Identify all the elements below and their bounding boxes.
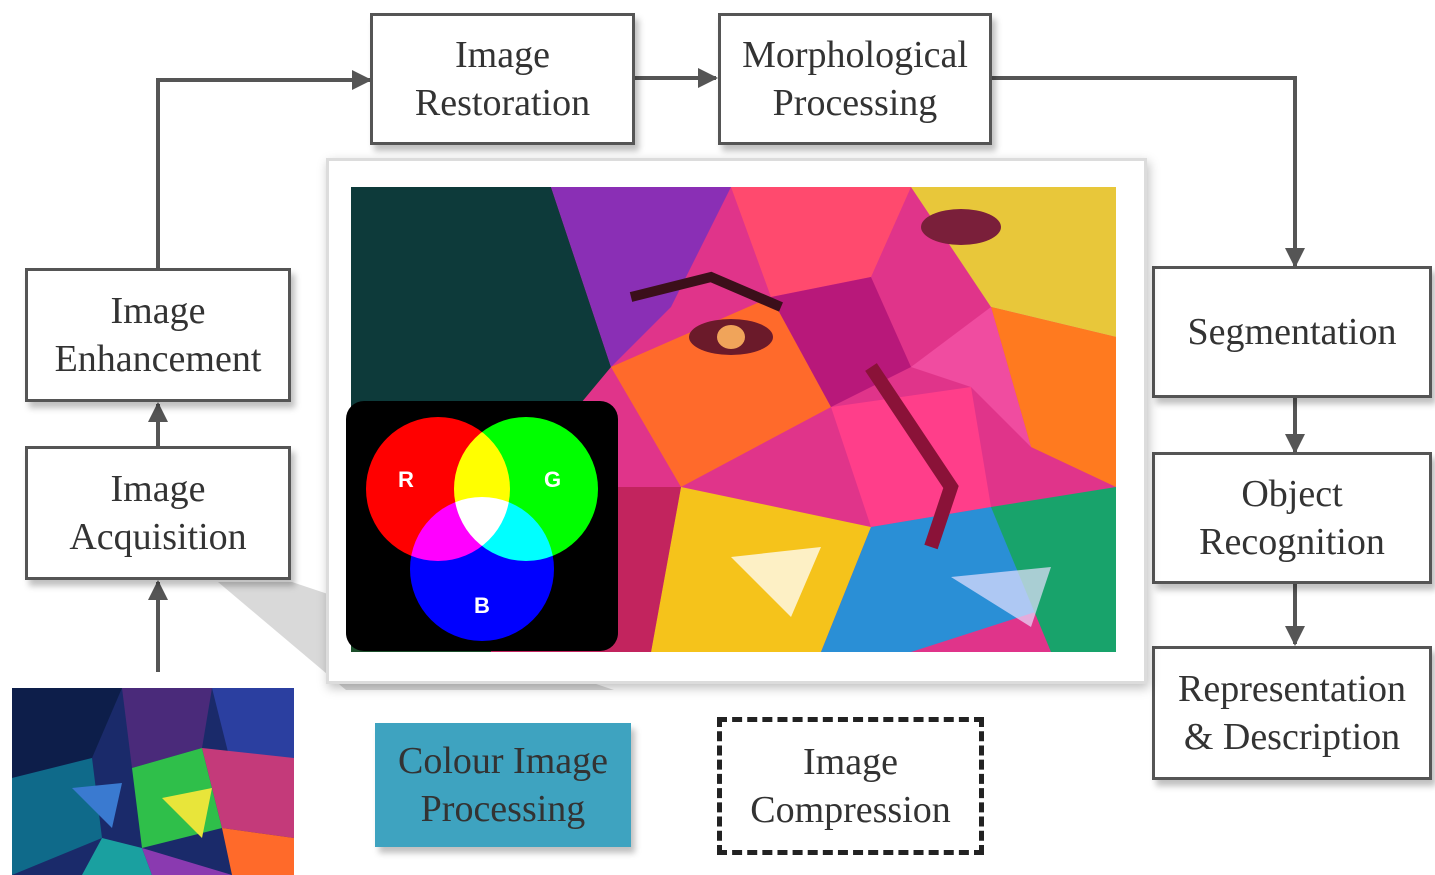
blue-circle <box>410 497 554 641</box>
rgb-label-b: B <box>474 593 490 618</box>
object-recognition-box: Object Recognition <box>1152 452 1432 584</box>
rgb-label-g: G <box>544 467 561 492</box>
image-compression-line-1: Image <box>803 741 898 783</box>
morphological-processing-line-1: Morphological <box>742 34 968 76</box>
image-acquisition-line-2: Acquisition <box>69 516 247 558</box>
representation-description-line-1: Representation <box>1178 668 1406 710</box>
image-enhancement-box: Image Enhancement <box>25 268 291 402</box>
image-restoration-line-2: Restoration <box>414 82 591 124</box>
segmentation-box: Segmentation <box>1152 266 1432 398</box>
representation-description-box: Representation & Description <box>1152 646 1432 780</box>
image-compression-line-2: Compression <box>750 789 951 831</box>
image-compression-box: Image Compression <box>717 717 984 855</box>
image-enhancement-line-2: Enhancement <box>54 338 262 380</box>
colour-image-processing-box: Colour Image Processing <box>375 723 631 847</box>
acquisition-photo <box>12 688 294 875</box>
object-recognition-line-1: Object <box>1241 473 1343 515</box>
arrow-morphological-to-segmentation <box>992 76 1305 268</box>
colour-image-processing-line-1: Colour Image <box>397 740 608 782</box>
colour-artwork-frame: R G B <box>326 158 1147 684</box>
image-restoration-box: Image Restoration <box>370 13 635 145</box>
image-restoration-line-1: Image <box>455 34 550 76</box>
rgb-label-r: R <box>398 467 414 492</box>
arrow-enhancement-to-restoration <box>156 70 372 268</box>
rgb-colour-model: R G B <box>346 401 618 651</box>
morphological-processing-box: Morphological Processing <box>718 13 992 145</box>
image-acquisition-box: Image Acquisition <box>25 446 291 580</box>
object-recognition-line-2: Recognition <box>1199 521 1385 563</box>
image-acquisition-line-1: Image <box>110 468 206 510</box>
morphological-processing-line-2: Processing <box>772 82 938 124</box>
image-enhancement-line-1: Image <box>110 290 206 332</box>
representation-description-line-2: & Description <box>1183 716 1401 758</box>
colour-image-processing-line-2: Processing <box>420 788 586 830</box>
segmentation-line-1: Segmentation <box>1187 311 1397 353</box>
